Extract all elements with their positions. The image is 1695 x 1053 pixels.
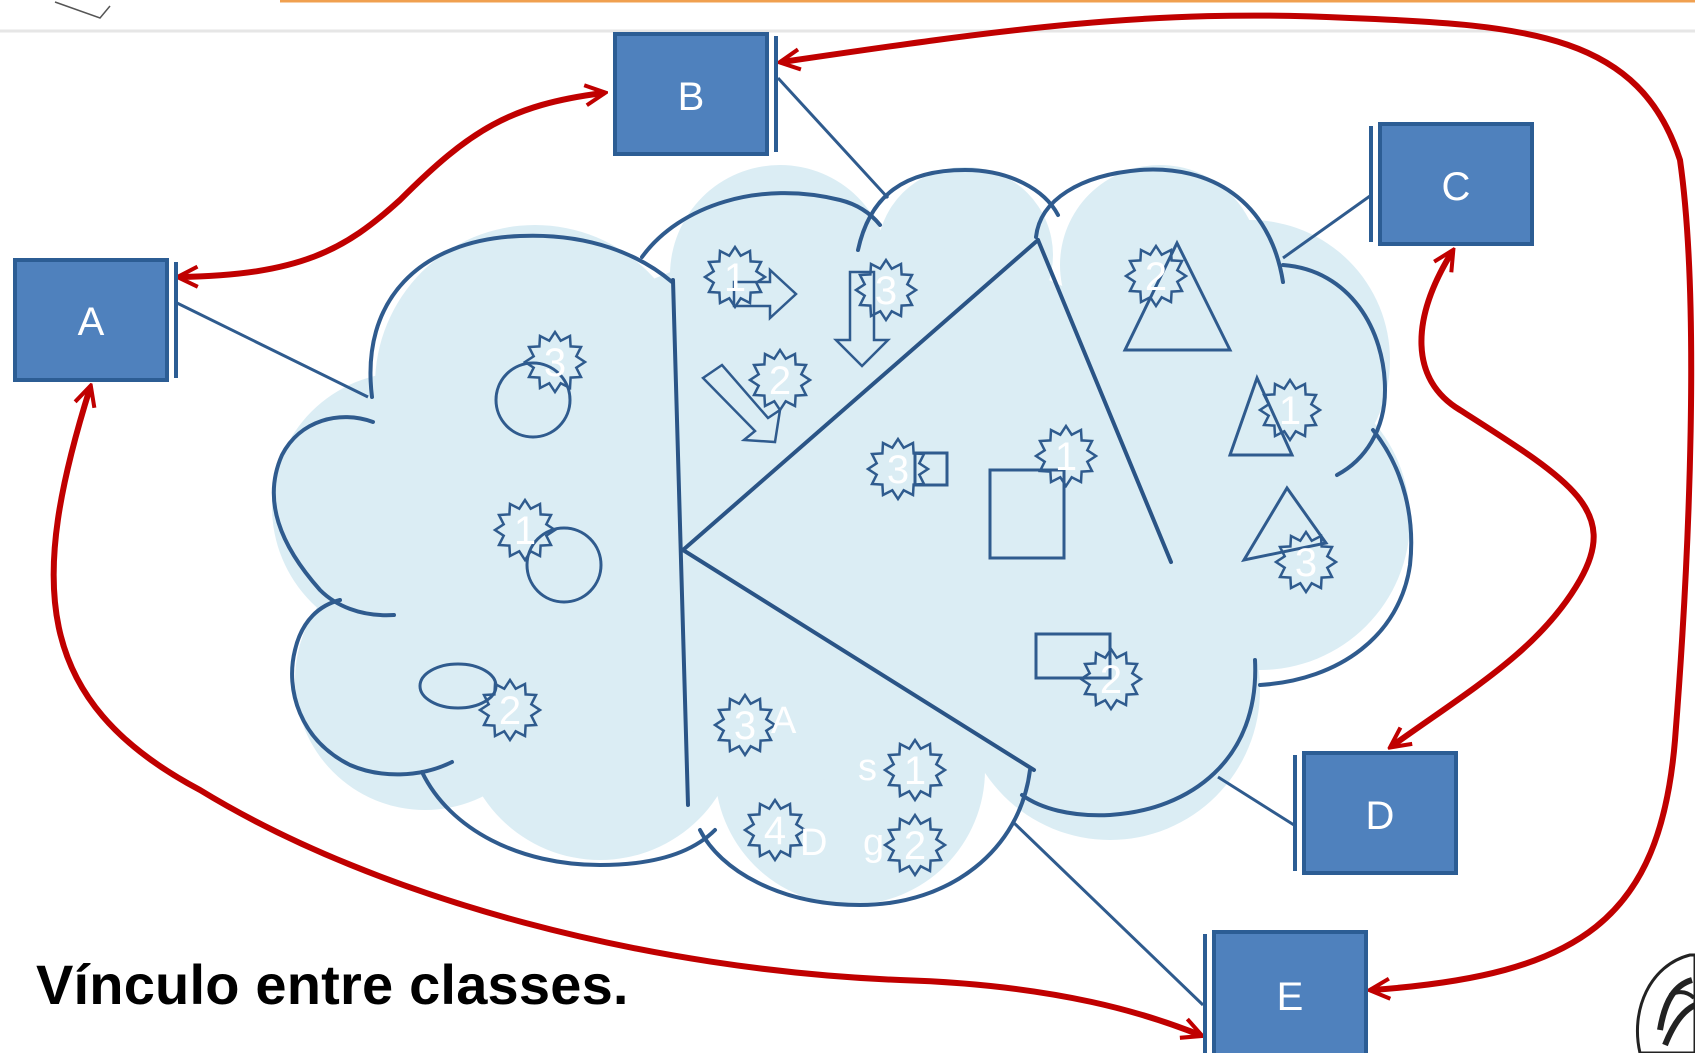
star-icon bbox=[882, 737, 948, 803]
class-box-e[interactable]: E bbox=[1203, 930, 1368, 1053]
bottom-region-letters: A s D g bbox=[771, 700, 884, 864]
class-box-a[interactable]: A bbox=[13, 258, 178, 382]
star-badge: 3 bbox=[522, 329, 588, 395]
star-badge: 1 bbox=[1033, 423, 1099, 489]
box-label: E bbox=[1277, 975, 1304, 1019]
star-icon bbox=[742, 797, 808, 863]
star-badge: 2 bbox=[1123, 243, 1189, 309]
diagram-caption: Vínculo entre classes. bbox=[36, 953, 629, 1016]
star-number: 2 bbox=[904, 824, 926, 868]
arrow-b-e bbox=[782, 12, 1695, 990]
star-icon bbox=[1033, 423, 1099, 489]
relationship-arrows bbox=[50, 12, 1695, 1035]
star-number: 3 bbox=[875, 269, 897, 313]
logo-icon bbox=[1635, 953, 1695, 1053]
star-number: 3 bbox=[1295, 541, 1317, 585]
star-badge: 2 bbox=[477, 677, 543, 743]
star-icon bbox=[1273, 529, 1339, 595]
box-label: C bbox=[1442, 165, 1471, 209]
triangle-shape-3 bbox=[1240, 485, 1329, 563]
letter-label: s bbox=[858, 747, 877, 789]
star-number: 1 bbox=[514, 509, 536, 553]
star-badge: 3 bbox=[853, 257, 919, 323]
star-number: 3 bbox=[544, 341, 566, 385]
letter-label: A bbox=[771, 700, 797, 742]
star-number: 1 bbox=[1279, 389, 1301, 433]
star-icon bbox=[702, 244, 768, 310]
star-badge: 1 bbox=[702, 244, 768, 310]
star-icon bbox=[747, 347, 813, 413]
circle-shape-1 bbox=[494, 361, 572, 439]
star-icon bbox=[853, 257, 919, 323]
star-badge: 1 bbox=[1257, 377, 1323, 443]
star-badge: 2 bbox=[1078, 646, 1144, 712]
letter-label: D bbox=[800, 822, 827, 864]
star-number: 2 bbox=[769, 359, 791, 403]
star-number: 2 bbox=[499, 689, 521, 733]
star-badge: 3 bbox=[865, 436, 931, 502]
header-decoration bbox=[0, 0, 1695, 33]
star-number: 1 bbox=[904, 749, 926, 793]
triangle-shape-2 bbox=[1227, 373, 1295, 457]
star-number: 2 bbox=[1145, 255, 1167, 299]
star-badge: 3 bbox=[712, 692, 778, 758]
star-icon bbox=[882, 812, 948, 878]
star-icon bbox=[522, 329, 588, 395]
star-badge: 3 bbox=[1273, 529, 1339, 595]
box-label: B bbox=[678, 75, 705, 119]
star-number: 3 bbox=[734, 704, 756, 748]
star-number: 3 bbox=[887, 448, 909, 492]
rectangle-shape bbox=[1034, 632, 1112, 680]
diagonal-arrow-shape bbox=[701, 363, 782, 444]
square-shape bbox=[988, 468, 1066, 560]
star-icon bbox=[1123, 243, 1189, 309]
star-number: 4 bbox=[764, 809, 786, 853]
circle-shape-2 bbox=[525, 526, 603, 604]
arrow-a-b bbox=[180, 93, 603, 277]
star-number: 1 bbox=[724, 256, 746, 300]
star-badge: 4 bbox=[742, 797, 808, 863]
star-icon bbox=[865, 436, 931, 502]
star-badges: 3 1 2 1 3 2 3 1 2 2 1 3 3 1 4 2 bbox=[477, 243, 1339, 878]
star-badge: 2 bbox=[747, 347, 813, 413]
star-icon bbox=[477, 677, 543, 743]
star-badge: 1 bbox=[492, 497, 558, 563]
right-arrow-shape bbox=[732, 267, 798, 321]
star-icon bbox=[492, 497, 558, 563]
small-square-shape bbox=[913, 451, 949, 487]
star-icon bbox=[712, 692, 778, 758]
class-box-c[interactable]: C bbox=[1369, 122, 1534, 246]
class-box-b[interactable]: B bbox=[613, 32, 778, 156]
arrow-c-d bbox=[1392, 252, 1597, 746]
box-label: A bbox=[78, 300, 105, 344]
box-label: D bbox=[1366, 794, 1395, 838]
star-number: 1 bbox=[1055, 435, 1077, 479]
cloud bbox=[271, 165, 1414, 908]
star-number: 2 bbox=[1100, 658, 1122, 702]
star-badge: 2 bbox=[882, 812, 948, 878]
class-box-d[interactable]: D bbox=[1293, 751, 1458, 875]
star-badge: 1 bbox=[882, 737, 948, 803]
letter-label: g bbox=[863, 822, 884, 864]
star-icon bbox=[1078, 646, 1144, 712]
star-icon bbox=[1257, 377, 1323, 443]
down-arrow-shape bbox=[832, 270, 892, 368]
